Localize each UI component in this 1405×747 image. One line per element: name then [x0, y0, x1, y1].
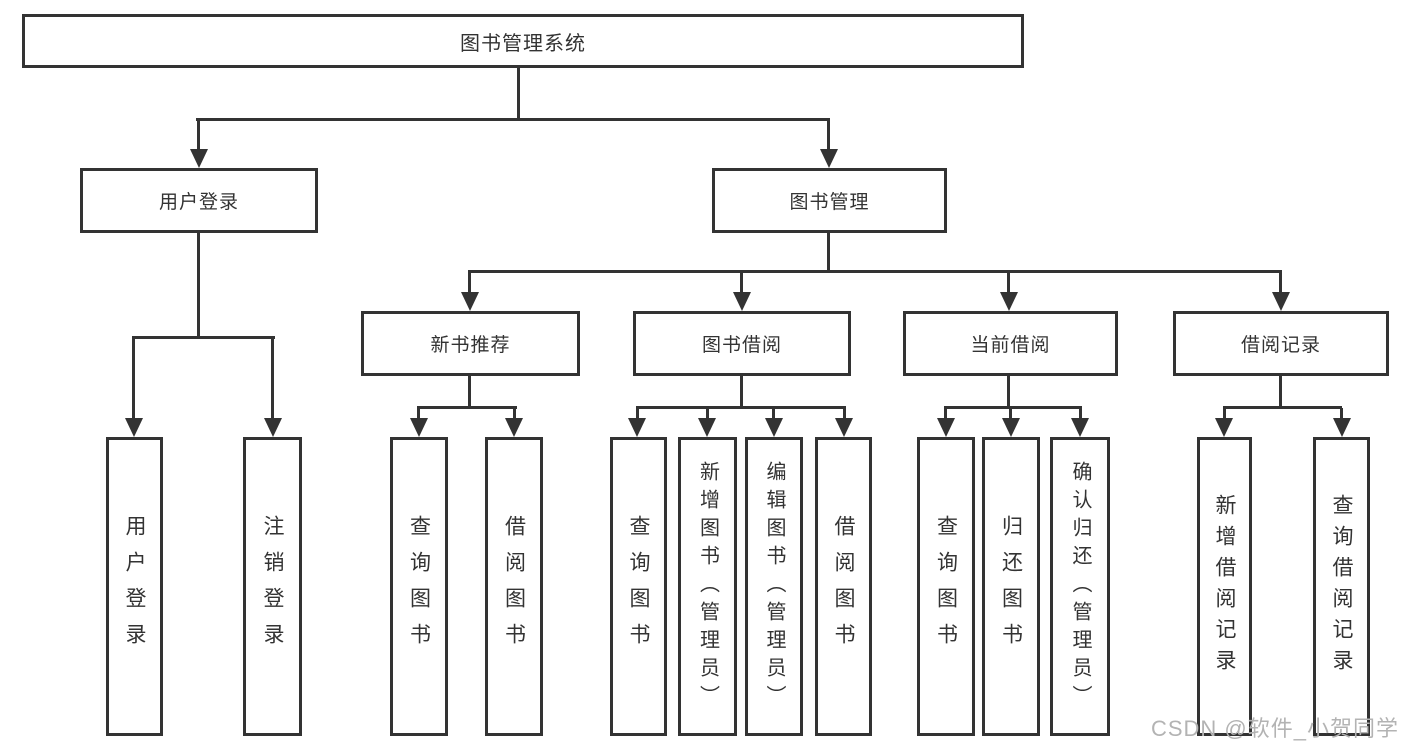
- connector-arrow-cb-return: [1009, 408, 1012, 420]
- arrowhead-book-borrow: [733, 292, 751, 311]
- leaf-bb-add-label: 新增图书（管理员）: [696, 460, 719, 713]
- connector-book-borrow-branch: [636, 406, 846, 409]
- connector-arrow-bb-borrow: [843, 408, 846, 420]
- node-borrow-records-label: 借阅记录: [1240, 335, 1321, 356]
- arrowhead-bb-edit: [765, 418, 783, 437]
- connector-borrow-records-trunk: [1279, 376, 1282, 409]
- leaf-cb-confirm-label: 确认归还（管理员）: [1069, 460, 1091, 713]
- leaf-logout-label: 注销登录: [261, 514, 284, 659]
- leaf-cb-confirm: 确认归还（管理员）: [1050, 437, 1110, 736]
- leaf-logout: 注销登录: [243, 437, 302, 736]
- leaf-bb-borrow: 借阅图书: [815, 437, 872, 736]
- node-book-mgmt-label: 图书管理: [789, 192, 870, 213]
- arrowhead-user-login: [190, 149, 208, 168]
- leaf-bb-add: 新增图书（管理员）: [678, 437, 737, 736]
- connector-arrow-leaf-user-login: [132, 338, 135, 420]
- node-root: 图书管理系统: [22, 14, 1024, 68]
- node-borrow-records: 借阅记录: [1173, 311, 1389, 376]
- connector-level3-branch: [468, 270, 1282, 273]
- arrowhead-book-mgmt: [820, 149, 838, 168]
- arrowhead-br-add: [1215, 418, 1233, 437]
- leaf-br-query: 查询借阅记录: [1313, 437, 1370, 736]
- node-user-login: 用户登录: [80, 168, 318, 233]
- connector-arrow-cb-query: [944, 408, 947, 420]
- arrowhead-nb-borrow: [505, 418, 523, 437]
- leaf-nb-borrow-label: 借阅图书: [502, 514, 526, 659]
- leaf-bb-edit: 编辑图书（管理员）: [745, 437, 803, 736]
- connector-arrow-borrow-records: [1279, 272, 1282, 294]
- node-book-mgmt: 图书管理: [712, 168, 947, 233]
- arrowhead-nb-query: [410, 418, 428, 437]
- connector-book-borrow-trunk: [740, 376, 743, 409]
- arrowhead-leaf-logout: [264, 418, 282, 437]
- node-root-label: 图书管理系统: [460, 32, 586, 55]
- leaf-bb-edit-label: 编辑图书（管理员）: [763, 460, 785, 713]
- connector-arrow-current-borrow: [1007, 272, 1010, 294]
- leaf-nb-borrow: 借阅图书: [485, 437, 543, 736]
- arrowhead-br-query: [1333, 418, 1351, 437]
- leaf-cb-query: 查询图书: [917, 437, 975, 736]
- leaf-bb-borrow-label: 借阅图书: [832, 514, 855, 659]
- connector-arrow-bb-edit: [772, 408, 775, 420]
- connector-borrow-records-branch: [1223, 406, 1342, 409]
- leaf-cb-query-label: 查询图书: [934, 514, 958, 659]
- arrowhead-new-book: [461, 292, 479, 311]
- leaf-cb-return-label: 归还图书: [999, 514, 1023, 659]
- arrowhead-cb-return: [1002, 418, 1020, 437]
- leaf-nb-query: 查询图书: [390, 437, 448, 736]
- arrowhead-cb-confirm: [1071, 418, 1089, 437]
- connector-arrow-leaf-logout: [271, 338, 274, 420]
- node-user-login-label: 用户登录: [158, 192, 239, 213]
- connector-user-login-branch: [132, 336, 275, 339]
- node-new-book-rec: 新书推荐: [361, 311, 580, 376]
- connector-arrow-nb-query: [417, 408, 420, 420]
- connector-arrow-br-query: [1340, 408, 1343, 420]
- csdn-watermark: CSDN @软件_小贺同学: [1150, 716, 1399, 741]
- connector-current-borrow-trunk: [1007, 376, 1010, 409]
- arrowhead-bb-add: [698, 418, 716, 437]
- arrowhead-bb-borrow: [835, 418, 853, 437]
- connector-arrow-book-mgmt: [827, 120, 830, 151]
- leaf-br-add: 新增借阅记录: [1197, 437, 1252, 736]
- leaf-br-add-label: 新增借阅记录: [1213, 493, 1236, 680]
- arrowhead-bb-query: [628, 418, 646, 437]
- connector-new-book-trunk: [468, 376, 471, 409]
- node-current-borrow-label: 当前借阅: [970, 335, 1051, 356]
- connector-current-borrow-branch: [944, 406, 1082, 409]
- connector-arrow-nb-borrow: [513, 408, 516, 420]
- connector-arrow-user-login: [197, 120, 200, 151]
- leaf-bb-query: 查询图书: [610, 437, 667, 736]
- connector-level2-branch: [196, 118, 830, 121]
- node-new-book-rec-label: 新书推荐: [430, 335, 511, 356]
- leaf-user-login-label: 用户登录: [123, 514, 146, 659]
- leaf-cb-return: 归还图书: [982, 437, 1040, 736]
- connector-arrow-br-add: [1223, 408, 1226, 420]
- node-current-borrow: 当前借阅: [903, 311, 1118, 376]
- connector-new-book-branch: [417, 406, 517, 409]
- arrowhead-current-borrow: [1000, 292, 1018, 311]
- connector-arrow-bb-query: [636, 408, 639, 420]
- connector-arrow-bb-add: [706, 408, 709, 420]
- arrowhead-leaf-user-login: [125, 418, 143, 437]
- node-book-borrow: 图书借阅: [633, 311, 851, 376]
- connector-arrow-new-book: [468, 272, 471, 294]
- connector-user-login-trunk: [197, 233, 200, 339]
- connector-arrow-cb-confirm: [1079, 408, 1082, 420]
- connector-arrow-book-borrow: [740, 272, 743, 294]
- leaf-user-login: 用户登录: [106, 437, 163, 736]
- node-book-borrow-label: 图书借阅: [701, 335, 782, 356]
- leaf-bb-query-label: 查询图书: [627, 514, 650, 659]
- connector-book-mgmt-trunk: [827, 232, 830, 273]
- connector-root-trunk: [517, 68, 520, 121]
- arrowhead-cb-query: [937, 418, 955, 437]
- leaf-nb-query-label: 查询图书: [407, 514, 431, 659]
- arrowhead-borrow-records: [1272, 292, 1290, 311]
- leaf-br-query-label: 查询借阅记录: [1330, 493, 1353, 680]
